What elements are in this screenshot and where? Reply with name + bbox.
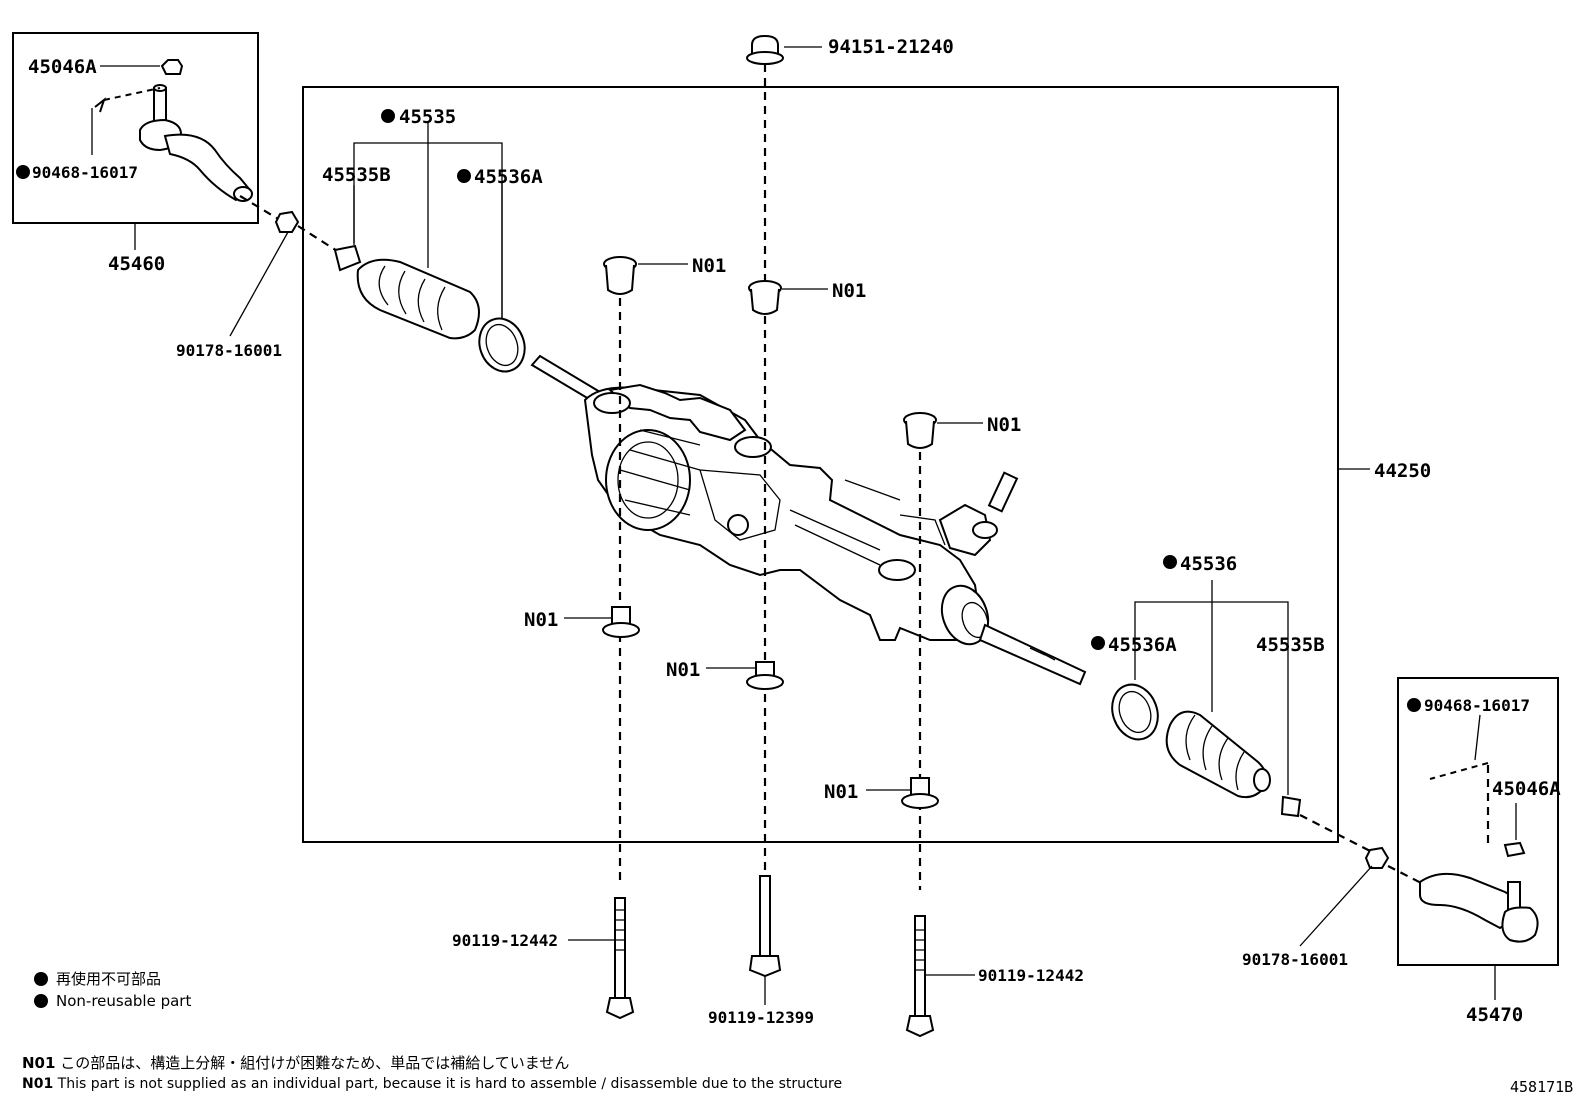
footnote-japanese: N01 この部品は、構造上分解・組付けが困難なため、単品では補給していません — [22, 1052, 569, 1073]
label-45536A-right: 45536A — [1108, 634, 1177, 656]
label-n01-upper-right: N01 — [987, 414, 1021, 436]
bushing-n01-upper-right-icon — [903, 412, 937, 449]
label-45535B-left: 45535B — [322, 164, 391, 186]
label-45470: 45470 — [1466, 1004, 1523, 1026]
left-tie-rod-end-icon — [91, 59, 291, 227]
bolt-90119-12399-icon — [748, 875, 782, 978]
right-boot-band-icon — [1111, 683, 1159, 741]
footnote-japanese-prefix: N01 — [22, 1054, 56, 1072]
legend-english: Non-reusable part — [34, 992, 191, 1010]
non-reusable-dot-45536A-right — [1091, 636, 1105, 650]
label-45536: 45536 — [1180, 553, 1237, 575]
legend-dot-icon — [34, 971, 48, 986]
label-90468-16017-right: 90468-16017 — [1424, 696, 1530, 715]
left-boot-band-icon — [478, 317, 526, 373]
left-nut-icon — [274, 210, 300, 233]
steering-gear-box — [302, 86, 1339, 843]
label-n01-upper-center: N01 — [832, 280, 866, 302]
non-reusable-dot-90468-right — [1407, 698, 1421, 712]
non-reusable-dot-45535 — [381, 109, 395, 123]
figure-id: 458171B — [1510, 1078, 1574, 1096]
label-n01-lower-center: N01 — [666, 659, 700, 681]
non-reusable-dot-45536 — [1163, 555, 1177, 569]
footnote-english: N01 This part is not supplied as an indi… — [22, 1076, 842, 1092]
label-n01-lower-right: N01 — [824, 781, 858, 803]
footnote-japanese-text: この部品は、構造上分解・組付けが困難なため、単品では補給していません — [60, 1054, 570, 1072]
bushing-n01-lower-left-icon — [602, 606, 640, 638]
label-45046A-left: 45046A — [28, 56, 97, 78]
legend-english-text: Non-reusable part — [56, 992, 192, 1010]
label-94151-21240: 94151-21240 — [828, 36, 954, 58]
label-45046A-right: 45046A — [1492, 778, 1561, 800]
label-90178-16001-right: 90178-16001 — [1242, 950, 1348, 969]
top-nut-icon — [746, 34, 784, 65]
legend-japanese-text: 再使用不可部品 — [56, 970, 162, 988]
right-tie-rod-end-box — [1397, 677, 1559, 966]
label-90178-16001-left: 90178-16001 — [176, 341, 282, 360]
label-45535B-right: 45535B — [1256, 634, 1325, 656]
leader-90178-left — [229, 231, 289, 337]
right-tie-rod-end-icon — [1419, 714, 1539, 943]
left-boot-icon — [356, 258, 480, 340]
label-n01-upper-left: N01 — [692, 255, 726, 277]
label-44250: 44250 — [1374, 460, 1431, 482]
left-boot-clamp-icon — [333, 244, 362, 272]
non-reusable-dot-45536A-left — [457, 169, 471, 183]
footnote-english-prefix: N01 — [22, 1076, 54, 1092]
label-90119-12399: 90119-12399 — [708, 1008, 814, 1027]
label-45536A-left: 45536A — [474, 166, 543, 188]
bushing-n01-lower-right-icon — [901, 777, 939, 809]
right-boot-icon — [1165, 710, 1271, 799]
leader-90178-right — [1299, 865, 1373, 947]
label-45535: 45535 — [399, 106, 456, 128]
label-90468-16017-left: 90468-16017 — [32, 163, 138, 182]
bolt-90119-12442-left-icon — [605, 897, 635, 1020]
legend-dot-icon — [34, 994, 48, 1008]
footnote-english-text: This part is not supplied as an individu… — [57, 1076, 843, 1092]
label-45460: 45460 — [108, 253, 165, 275]
label-90119-12442-right: 90119-12442 — [978, 966, 1084, 985]
bushing-n01-upper-left-icon — [603, 256, 637, 295]
label-n01-lower-left: N01 — [524, 609, 558, 631]
right-nut-icon — [1364, 846, 1390, 869]
label-90119-12442-left: 90119-12442 — [452, 931, 558, 950]
steering-rack-assembly-icon — [530, 354, 1087, 686]
bushing-n01-upper-center-icon — [748, 280, 782, 315]
bolt-90119-12442-right-icon — [905, 915, 935, 1038]
non-reusable-dot-90468-left — [16, 165, 30, 179]
right-boot-clamp-icon — [1280, 795, 1302, 818]
legend-japanese: 再使用不可部品 — [34, 968, 161, 989]
bushing-n01-lower-center-icon — [746, 661, 784, 690]
